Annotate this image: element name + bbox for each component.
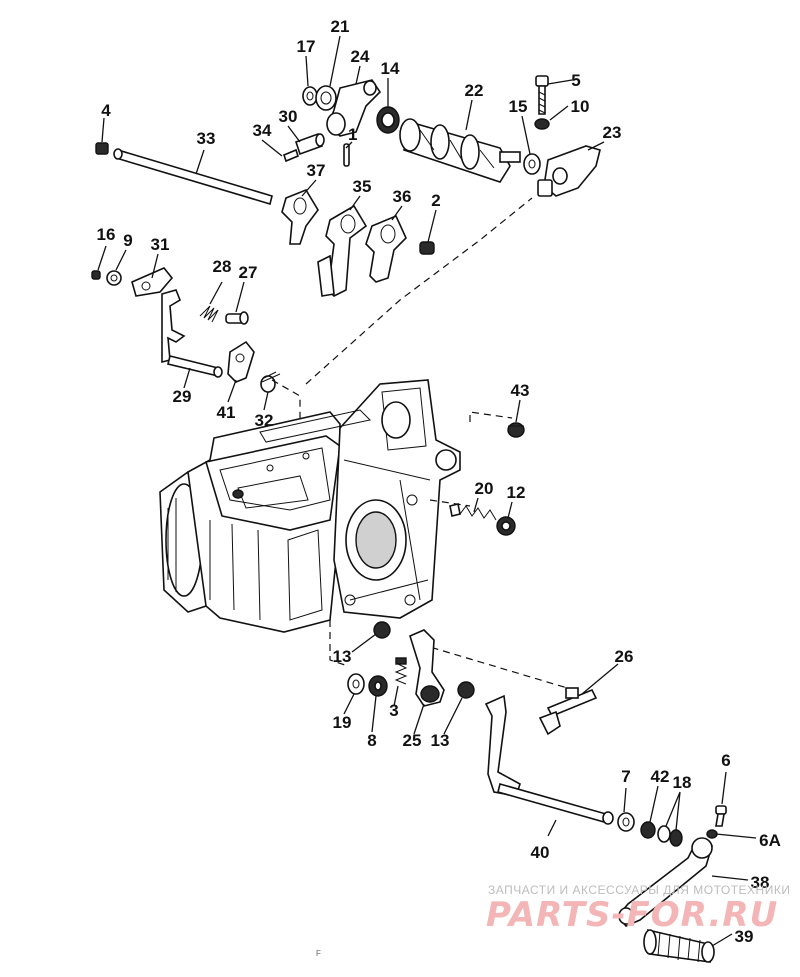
part-15-washer — [523, 153, 541, 175]
callout-26: 26 — [615, 647, 634, 666]
assembly-guide-lines — [271, 197, 575, 691]
callout-7: 7 — [621, 767, 630, 786]
part-21-washer — [315, 85, 337, 111]
callout-19: 19 — [333, 713, 352, 732]
callout-numbers: 1 2 3 4 5 6 6A 7 8 9 10 12 13 13 14 15 1… — [97, 17, 781, 946]
part-41-bracket — [227, 340, 255, 383]
part-33-shift-rod — [113, 148, 273, 206]
callout-29: 29 — [173, 387, 192, 406]
callout-4: 4 — [101, 101, 111, 120]
watermark: ЗАПЧАСТИ И АКСЕССУАРЫ ДЛЯ МОТОТЕХНИКИ PA… — [486, 883, 790, 935]
callout-22: 22 — [465, 81, 484, 100]
part-14-bearing — [376, 106, 400, 134]
part-2-nut — [419, 241, 435, 255]
part-27-pin — [225, 311, 249, 325]
callout-9: 9 — [123, 231, 132, 250]
callout-21: 21 — [331, 17, 350, 36]
callout-16: 16 — [97, 225, 116, 244]
footer-mark: F — [316, 949, 321, 958]
callout-10: 10 — [571, 97, 590, 116]
callout-12: 12 — [507, 483, 526, 502]
part-20-spring-pin — [449, 503, 497, 521]
callout-37: 37 — [307, 161, 326, 180]
callout-13-lower: 13 — [431, 731, 450, 750]
part-29-detent-arm — [161, 289, 223, 378]
part-4-nut — [95, 142, 109, 155]
callout-5: 5 — [571, 71, 580, 90]
part-6-bolt — [715, 805, 727, 827]
part-5-bolt — [535, 75, 549, 115]
callout-31: 31 — [151, 235, 170, 254]
part-39-foot-peg — [643, 928, 715, 963]
part-31-detent-plate — [131, 267, 174, 297]
callout-38: 38 — [751, 873, 770, 892]
part-18-washers — [657, 825, 683, 847]
part-34-pin — [283, 148, 299, 163]
part-19-washer — [347, 673, 365, 695]
callout-43: 43 — [511, 381, 530, 400]
callout-leader-lines — [97, 35, 757, 947]
part-25-lever — [409, 629, 445, 707]
callout-25: 25 — [403, 731, 422, 750]
part-42-washer — [640, 821, 656, 839]
callout-33: 33 — [197, 129, 216, 148]
part-24-shift-lever — [326, 79, 382, 137]
part-16-nut — [91, 270, 101, 280]
part-1-pin — [343, 143, 350, 167]
part-7-washer — [617, 812, 635, 832]
callout-3: 3 — [389, 701, 398, 720]
callout-13-upper: 13 — [333, 647, 352, 666]
part-22-shift-drum — [399, 118, 521, 183]
callout-24: 24 — [351, 47, 370, 66]
part-9-washer — [106, 270, 122, 286]
callout-15: 15 — [509, 97, 528, 116]
part-13-nut-upper — [373, 621, 391, 639]
callout-6a: 6A — [759, 831, 781, 850]
watermark-tagline: ЗАПЧАСТИ И АКСЕССУАРЫ ДЛЯ МОТОТЕХНИКИ — [488, 883, 790, 897]
callout-1: 1 — [348, 125, 357, 144]
part-3-spring — [394, 657, 408, 685]
callout-2: 2 — [431, 191, 440, 210]
callout-18: 18 — [673, 773, 692, 792]
callout-35: 35 — [353, 177, 372, 196]
part-12-nut — [496, 516, 516, 536]
transmission-case — [159, 379, 461, 633]
part-40-shift-shaft — [484, 694, 614, 825]
part-28-spring — [199, 305, 219, 323]
part-37-shift-fork — [281, 189, 319, 245]
part-38-shift-lever — [616, 837, 714, 927]
part-36-shift-fork — [365, 214, 407, 283]
part-13-nut-lower — [457, 681, 475, 699]
callout-42: 42 — [651, 767, 670, 786]
callout-41: 41 — [217, 403, 236, 422]
part-23-plate — [537, 145, 601, 197]
part-8-washer — [368, 675, 388, 697]
callout-36: 36 — [393, 187, 412, 206]
callout-8: 8 — [367, 731, 376, 750]
callout-20: 20 — [475, 479, 494, 498]
callout-40: 40 — [531, 843, 550, 862]
part-30-roller — [294, 132, 325, 156]
part-32-spring-clip — [260, 371, 281, 393]
callout-32: 32 — [255, 411, 274, 430]
part-10-washer — [534, 118, 550, 130]
callout-6: 6 — [721, 751, 730, 770]
callout-30: 30 — [279, 107, 298, 126]
callout-17: 17 — [297, 37, 316, 56]
callout-14: 14 — [381, 59, 400, 78]
watermark-logo: PARTS-FOR.RU — [486, 895, 778, 935]
callout-27: 27 — [239, 263, 258, 282]
part-6a-washer — [706, 829, 718, 839]
callout-23: 23 — [603, 123, 622, 142]
part-17-washer — [302, 86, 318, 106]
part-43-plug — [507, 422, 525, 438]
part-26-shaft — [538, 687, 598, 736]
callout-39: 39 — [735, 927, 754, 946]
part-35-shift-fork — [317, 204, 368, 297]
callout-34: 34 — [253, 121, 272, 140]
callout-28: 28 — [213, 257, 232, 276]
